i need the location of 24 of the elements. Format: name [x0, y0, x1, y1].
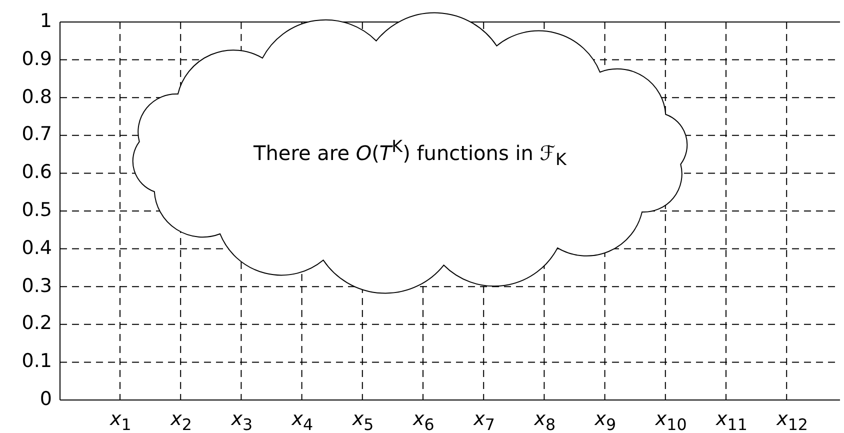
axis-tick-label: x$_{3}$ — [231, 410, 253, 433]
axis-tick-label: x$_{2}$ — [170, 410, 192, 433]
axis-tick-label: 0.3 — [22, 276, 52, 296]
axis-tick-label: 0.5 — [22, 201, 52, 220]
axis-tick-label: 0.4 — [22, 238, 52, 258]
axis-tick-label: 0.1 — [22, 352, 52, 372]
axis-tick-label: x$_{7}$ — [474, 410, 495, 433]
axis-tick-label: 0 — [40, 390, 52, 409]
axis-tick-label: x$_{9}$ — [594, 410, 616, 433]
axis-tick-label: x$_{8}$ — [534, 410, 556, 433]
axis-tick-label: 0.2 — [22, 314, 52, 334]
axis-tick-label: x$_{12}$ — [776, 410, 808, 433]
axis-tick-label: x$_{6}$ — [413, 410, 434, 433]
axis-tick-label: 0.7 — [22, 125, 52, 144]
cloud-text: There are O(T$^{K}$) functions in ℱ$_{K}$ — [252, 137, 568, 169]
axis-tick-label: x$_{4}$ — [292, 410, 314, 433]
axis-tick-label: 1 — [40, 12, 52, 31]
axis-tick-label: x$_{1}$ — [110, 410, 132, 433]
axis-tick-label: x$_{10}$ — [655, 410, 687, 433]
axis-tick-label: x$_{11}$ — [716, 410, 748, 433]
axis-tick-label: 0.6 — [22, 163, 52, 182]
axis-tick-label: 0.9 — [22, 50, 52, 69]
axis-tick-label: 0.8 — [22, 88, 52, 107]
axis-tick-label: x$_{5}$ — [352, 410, 374, 433]
